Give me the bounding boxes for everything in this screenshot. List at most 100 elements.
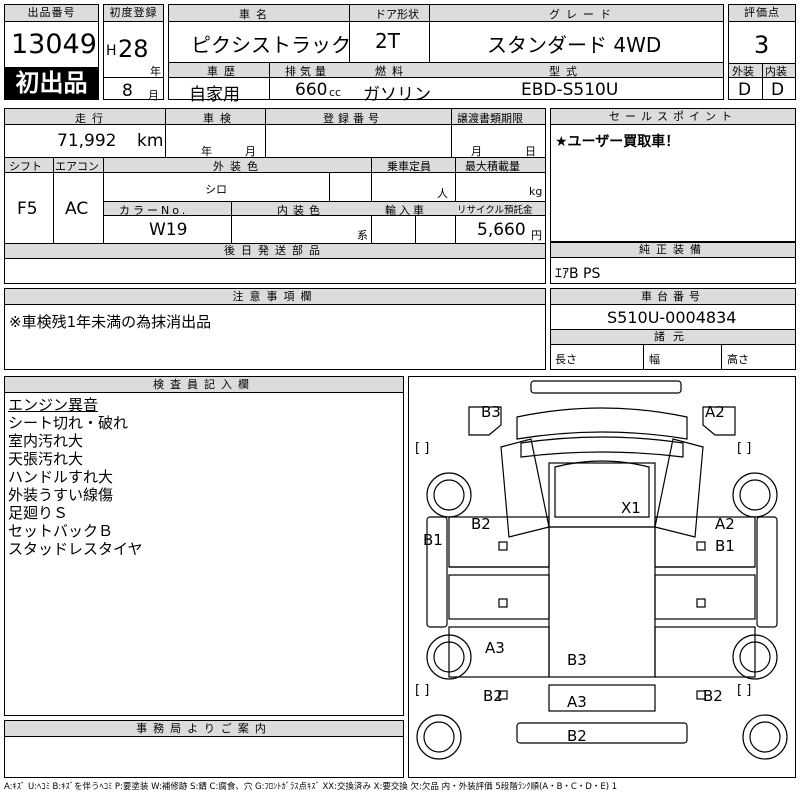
ext-color: シロ (205, 183, 227, 196)
recycle-label: リサイクル預託金 (457, 205, 533, 216)
length-label: 長さ (555, 353, 577, 366)
mileage: 71,992 (57, 131, 117, 151)
grade: スタンダード 4WD (487, 33, 662, 57)
disp-label: 排気量 (285, 65, 330, 78)
inspector-item: スタッドレスタイヤ (8, 540, 143, 558)
later-parts-label: 後日発送部品 (5, 244, 545, 259)
score: 3 (754, 31, 770, 59)
ext-color-label: 外装色 (213, 160, 264, 173)
reg-month: 8 (122, 81, 133, 101)
inspector-item: 室内汚れ大 (8, 432, 84, 450)
mark-a2-top: A2 (705, 403, 725, 421)
chassis-cell: 車台番号 S510U-0004834 諸元 長さ 幅 高さ (550, 288, 796, 370)
sales-label: セールスポイント (551, 109, 795, 125)
first-listing-badge: 初出品 (5, 67, 98, 99)
mark-b1-right: B1 (715, 537, 735, 555)
inspector-cell: 検査員記入欄 (4, 376, 404, 716)
inspector-list: エンジン異音 シート切れ・破れ 室内汚れ大 天張汚れ大 ハンドルすれ大 外装うす… (8, 396, 143, 558)
bracket-right-bottom: [ ] (737, 683, 752, 698)
load-label: 最大積載量 (465, 160, 520, 173)
door-type: 2T (375, 29, 400, 53)
inspector-item: 天張汚れ大 (8, 450, 84, 468)
width-label: 幅 (649, 353, 660, 366)
bracket-left-bottom: [ ] (415, 683, 430, 698)
transfer-day: 日 (525, 145, 536, 158)
model-label: 型式 (549, 65, 583, 78)
load-unit: kg (529, 185, 543, 198)
int-grade: D (771, 80, 785, 100)
reg-label: 初度登録 (104, 5, 163, 22)
office-label: 事務局よりご案内 (5, 721, 403, 737)
month-unit: 月 (148, 89, 159, 102)
int-label: 内装 (765, 65, 787, 78)
inspector-label: 検査員記入欄 (5, 377, 403, 393)
inspector-item: 外装うすい線傷 (8, 486, 114, 504)
chassis-label: 車台番号 (551, 289, 795, 305)
mark-a3-rear: A3 (567, 693, 587, 711)
insp-year-unit: 年 (201, 145, 212, 158)
mark-a2-right: A2 (715, 515, 735, 533)
displacement: 660 (295, 80, 328, 100)
caution-text: ※車検残1年未満の為抹消出品 (9, 313, 212, 331)
equipment: ｴｱB PS (555, 266, 601, 282)
mark-b3-bed: B3 (567, 651, 587, 669)
mark-b1-left: B1 (423, 531, 443, 549)
ext-grade: D (738, 80, 752, 100)
history: 自家用 (189, 85, 240, 105)
caution-cell: 注意事項欄 ※車検残1年未満の為抹消出品 (4, 288, 546, 370)
transfer-label: 譲渡書類期限 (457, 112, 523, 125)
recycle-fee: 5,660 (477, 220, 526, 240)
capacity-unit: 人 (437, 187, 448, 200)
score-label: 評価点 (729, 5, 795, 22)
disp-unit: cc (329, 86, 342, 99)
year-unit: 年 (150, 65, 161, 78)
fuel: ガソリン (363, 85, 431, 105)
equipment-cell: 純正装備 ｴｱB PS (550, 242, 796, 284)
recycle-unit: 円 (531, 229, 542, 242)
caution-label: 注意事項欄 (5, 289, 545, 305)
sales-point: ★ユーザー買取車！ (555, 134, 680, 150)
lot-label: 出品番号 (5, 5, 98, 22)
mark-b2-low-left: B2 (483, 687, 503, 705)
mileage-unit: km (137, 131, 164, 151)
height-label: 高さ (727, 353, 749, 366)
door-label: ドア形状 (375, 8, 419, 21)
chassis-number: S510U-0004834 (607, 308, 737, 327)
car-name: ピクシストラック (191, 33, 351, 57)
inspector-item: シート切れ・破れ (8, 414, 129, 432)
shift-label: シフト (9, 160, 42, 173)
mark-b2-bottom: B2 (567, 727, 587, 745)
era: H (106, 43, 117, 59)
inspection-label: 車検 (203, 112, 237, 125)
import-label: 輸入車 (385, 204, 427, 217)
mark-a3-left: A3 (485, 639, 505, 657)
int-color-label: 内装色 (277, 204, 325, 217)
regno-label: 登録番号 (323, 112, 383, 125)
bracket-left-top: [ ] (415, 441, 430, 456)
truck-diagram-svg (416, 380, 788, 760)
inspector-item: 足廻りＳ (8, 504, 69, 522)
history-label: 車歴 (207, 65, 241, 78)
lot-number: 13049 (11, 29, 97, 60)
int-color-unit: 系 (357, 229, 368, 242)
transfer-month: 月 (471, 145, 482, 158)
sales-point-cell: セールスポイント ★ユーザー買取車！ (550, 108, 796, 242)
inspector-item: エンジン異音 (8, 396, 99, 414)
ext-label: 外装 (732, 65, 754, 78)
ac-label: エアコン (55, 160, 99, 173)
insp-month-unit: 月 (245, 145, 256, 158)
shift: F5 (17, 199, 38, 219)
vehicle-detail-grid: 走行 車検 登録番号 譲渡書類期限 71,992 km 年 月 月 日 シフト … (4, 108, 546, 284)
fuel-label: 燃料 (375, 65, 409, 78)
lot-cell: 出品番号 13049 初出品 (4, 4, 99, 100)
spec-label: 諸元 (551, 330, 795, 345)
ac: AC (65, 199, 89, 219)
inspector-item: ハンドルすれ大 (8, 468, 114, 486)
mark-b2-low-right: B2 (703, 687, 723, 705)
color-no: W19 (149, 220, 188, 240)
name-label: 車名 (239, 8, 273, 21)
reg-year: 28 (118, 35, 149, 63)
grade-label: グレード (549, 8, 617, 21)
legend-footer: A:ｷｽﾞ U:ﾍｺﾐ B:ｷｽﾞを伴うﾍｺﾐ P:要塗装 W:補修跡 S:錆 … (4, 782, 618, 792)
